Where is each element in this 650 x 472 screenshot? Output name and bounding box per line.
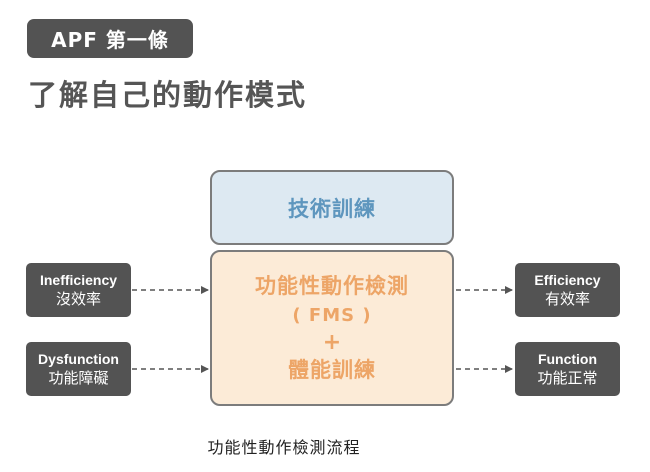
inefficiency-box: Inefficiency 沒效率 [26,263,131,317]
dysfunction-zh: 功能障礙 [48,369,109,387]
plus-sign: + [322,330,342,355]
inefficiency-en: Inefficiency [39,272,118,288]
fms-title: 功能性動作檢測 [255,274,409,298]
technical-training-label: 技術訓練 [288,196,376,221]
function-box: Function 功能正常 [515,342,620,396]
section-badge: APF 第一條 [27,19,193,58]
technical-training-box: 技術訓練 [210,170,454,245]
fms-abbreviation: ( FMS ) [292,305,372,326]
inefficiency-zh: 沒效率 [55,290,101,308]
efficiency-box: Efficiency 有效率 [515,263,620,317]
fms-fitness-box: 功能性動作檢測 ( FMS ) + 體能訓練 [210,250,454,406]
diagram-caption: 功能性動作檢測流程 [207,438,361,457]
dysfunction-box: Dysfunction 功能障礙 [26,342,131,396]
efficiency-en: Efficiency [534,272,601,288]
dysfunction-en: Dysfunction [38,351,119,367]
function-en: Function [537,351,598,367]
efficiency-zh: 有效率 [544,290,590,308]
page-title: 了解自己的動作模式 [28,78,308,112]
fitness-training-label: 體能訓練 [288,358,376,382]
function-zh: 功能正常 [537,369,598,387]
